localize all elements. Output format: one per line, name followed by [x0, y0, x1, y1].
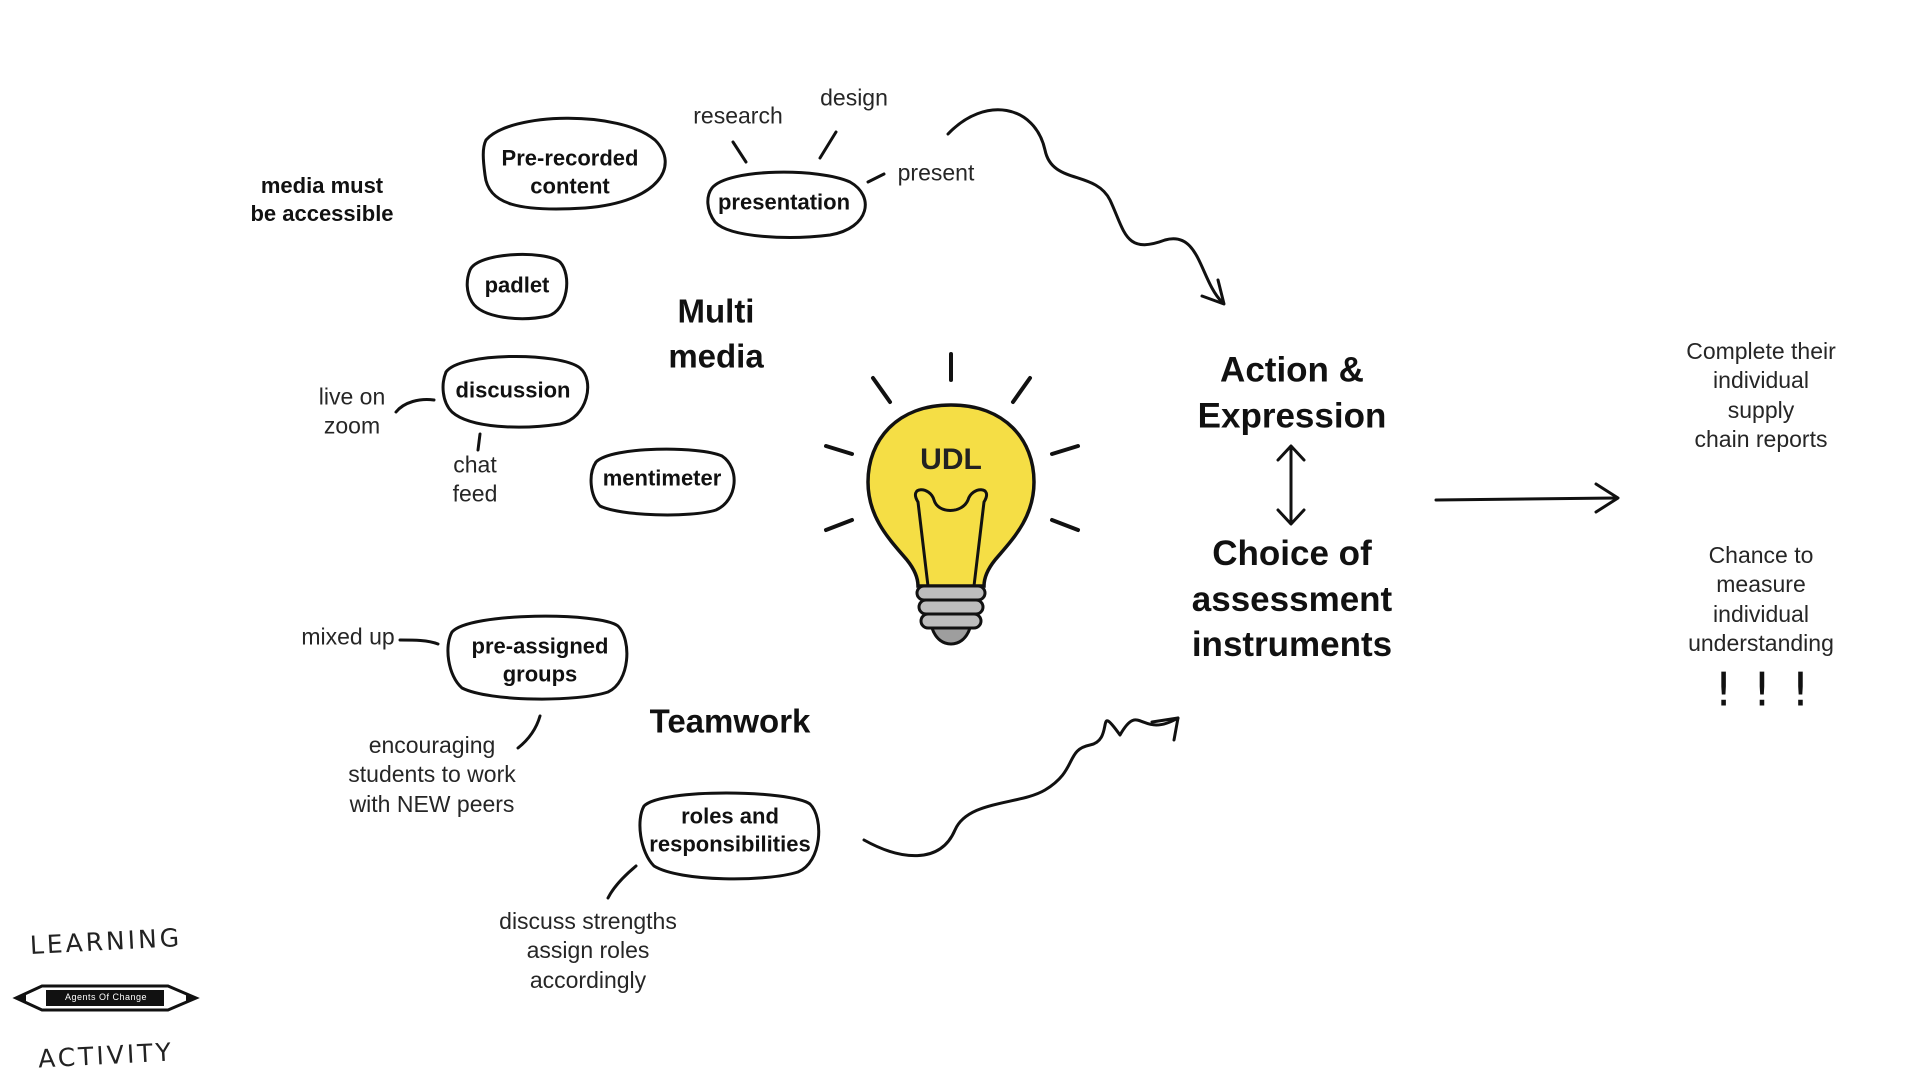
chat-feed-label: chat feed: [452, 451, 498, 507]
arrow-to-outcomes: [1434, 496, 1618, 502]
teamwork-heading: Teamwork: [649, 702, 811, 740]
exclamation-marks: !!!: [1714, 662, 1830, 717]
choice-assessment-heading: Choice of assessment instruments: [1191, 533, 1393, 664]
encouraging-label: encouraging students to work with NEW pe…: [348, 731, 516, 817]
roles-label: roles and responsibilities: [649, 803, 811, 857]
squiggle-arrow-bottom-head: [1150, 716, 1180, 742]
live-connector: [394, 398, 436, 414]
live-zoom-label: live on zoom: [318, 383, 386, 439]
encouraging-connector: [516, 714, 542, 750]
present-connector: [866, 172, 886, 184]
squiggle-arrow-top: [946, 108, 1224, 304]
logo-middle-text: Agents Of Change: [64, 992, 148, 1003]
research-label: research: [693, 102, 783, 129]
double-arrow-bottom-head: [1276, 508, 1306, 526]
squiggle-arrow-top-head: [1200, 278, 1226, 306]
design-label: design: [820, 84, 888, 111]
mentimeter-bubble: [589, 447, 736, 517]
research-connector: [731, 140, 748, 164]
discussion-bubble: [441, 354, 590, 429]
presentation-bubble: [706, 170, 867, 239]
discussion-label: discussion: [455, 377, 571, 403]
discuss-label: discuss strengths assign roles according…: [499, 907, 677, 993]
reports-outcome: Complete their individual supply chain r…: [1686, 338, 1836, 453]
mentimeter-label: mentimeter: [602, 465, 722, 491]
squiggle-arrow-bottom: [862, 716, 1180, 858]
agents-of-change-logo: [12, 984, 200, 1012]
discuss-connector: [606, 864, 638, 900]
lightbulb-icon: [824, 352, 1080, 646]
chat-connector: [476, 432, 482, 452]
mixed-connector: [398, 638, 440, 646]
design-connector: [818, 130, 838, 160]
accessibility-note: media must be accessible: [250, 172, 394, 226]
udl-label: UDL: [920, 442, 982, 476]
groups-label: pre-assigned groups: [471, 633, 609, 687]
present-label: present: [897, 159, 975, 186]
arrow-to-outcomes-head: [1594, 482, 1620, 514]
prerecorded-label: Pre-recorded content: [501, 145, 639, 199]
mixed-up-label: mixed up: [301, 623, 395, 650]
roles-bubble: [638, 791, 821, 881]
double-arrow-top-head: [1276, 444, 1306, 462]
action-expression-heading: Action & Expression: [1197, 350, 1387, 436]
prerecorded-bubble: [481, 116, 667, 211]
groups-bubble: [446, 614, 629, 701]
padlet-bubble: [465, 253, 569, 321]
padlet-label: padlet: [484, 272, 550, 298]
presentation-label: presentation: [717, 189, 851, 215]
measure-outcome: Chance to measure individual understandi…: [1688, 542, 1834, 657]
multimedia-heading: Multi media: [668, 292, 764, 374]
